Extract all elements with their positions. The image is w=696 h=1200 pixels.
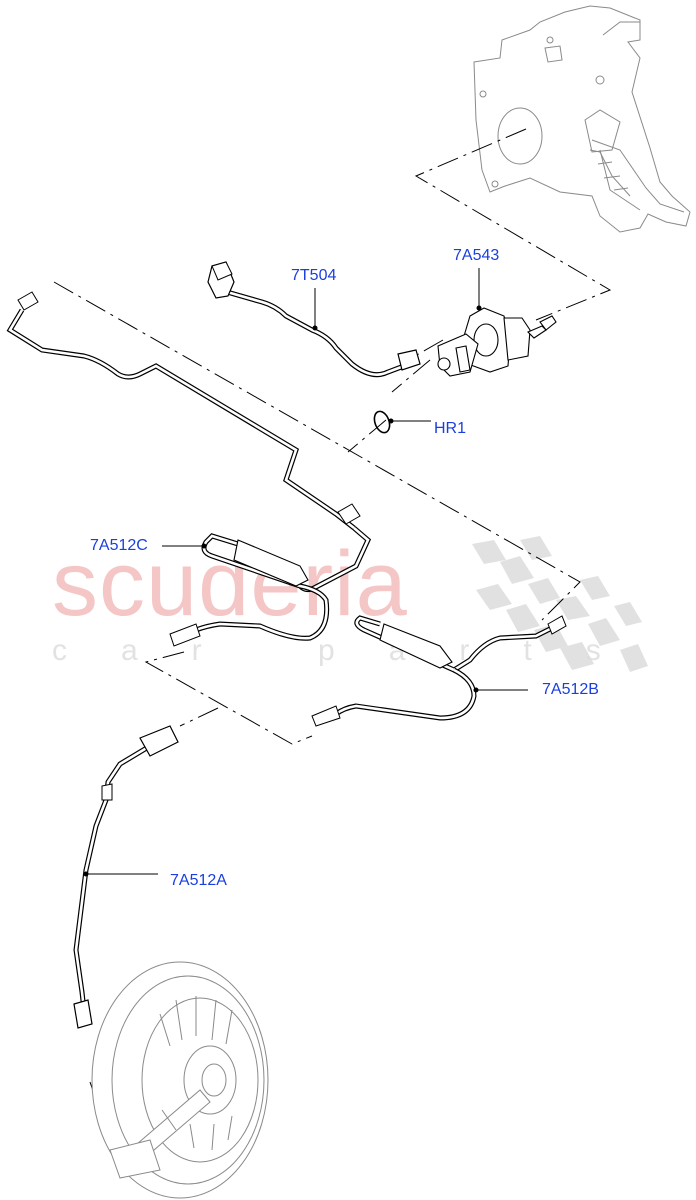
- watermark-logo-text: scuderia: [52, 533, 408, 635]
- construction-lines: [53, 128, 612, 1141]
- leader-dots: [83, 305, 482, 877]
- master-cylinder-7A543: [437, 307, 557, 377]
- callout-7T504[interactable]: 7T504: [291, 267, 337, 284]
- checker-flag-watermark: [472, 536, 648, 672]
- callout-HR1[interactable]: HR1: [434, 420, 467, 437]
- o-ring-HR1: [373, 410, 391, 434]
- clutch-assembly-drawing: [91, 961, 269, 1199]
- pipe-7A512A: [73, 725, 179, 1029]
- long-pipe: [6, 291, 361, 530]
- callout-7A512A[interactable]: 7A512A: [170, 872, 227, 889]
- callout-7A543[interactable]: 7A543: [453, 247, 500, 264]
- callout-7A512B[interactable]: 7A512B: [542, 681, 599, 698]
- leader-lines: [86, 268, 528, 875]
- pedal-box-drawing: [473, 5, 691, 233]
- supply-hose-7T504: [207, 261, 421, 378]
- callout-7A512C[interactable]: 7A512C: [90, 537, 148, 554]
- pipe-7A512B: [311, 615, 567, 727]
